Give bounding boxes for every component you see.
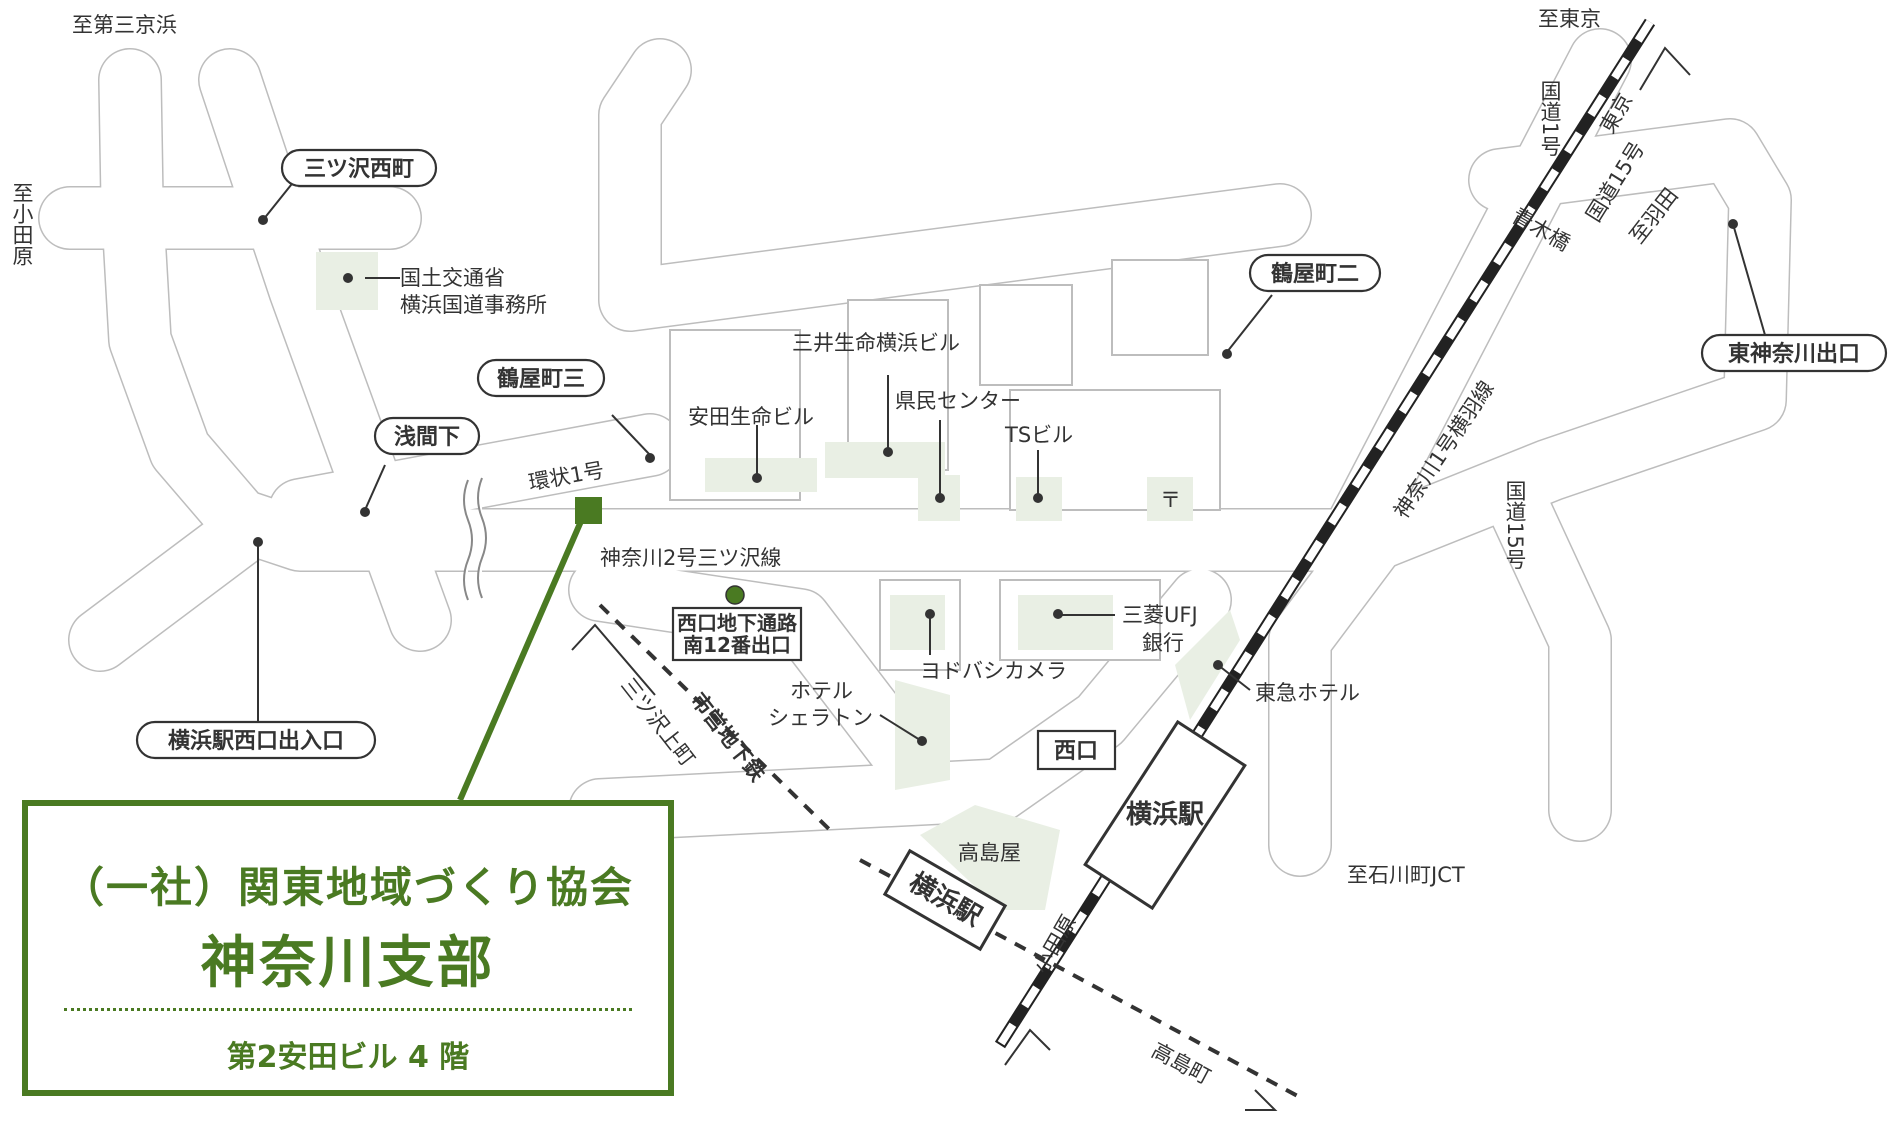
svg-text:横浜駅西口出入口: 横浜駅西口出入口 (168, 729, 344, 754)
building-mufg (1018, 595, 1113, 650)
organization-name: （一社）関東地域づくり協会 (61, 863, 634, 912)
bubble-asamashita: 浅間下 (373, 416, 481, 456)
label-post-office: 〒 (1160, 488, 1181, 512)
office-floor: 第2安田ビル 4 階 (226, 1040, 470, 1075)
sign-west-exit: 西口 (1036, 729, 1117, 771)
label-sheraton-1: ホテル (790, 679, 853, 703)
label-dir-tokyo: 至東京 (1538, 7, 1601, 31)
label-kokudo15-right: 国道15号 (1503, 480, 1527, 570)
svg-text:浅間下: 浅間下 (394, 425, 460, 450)
landmark-buildings (316, 252, 1240, 910)
road-break-marks (463, 477, 487, 601)
sign-underpass: 西口地下通路 南12番出口 (671, 606, 803, 662)
building-takashimaya (920, 805, 1060, 910)
label-mufg-1: 三菱UFJ (1122, 603, 1198, 627)
label-kenmin: 県民センター (895, 389, 1021, 413)
label-mitsui: 三井生命横浜ビル (792, 331, 960, 355)
label-dir-odawara: 至小田原 (10, 182, 34, 266)
label-mlit-2: 横浜国道事務所 (400, 293, 547, 317)
subway-line (598, 603, 1306, 1102)
label-yodobashi: ヨドバシカメラ (920, 659, 1067, 683)
bubble-yokohama-west-entrance: 横浜駅西口出入口 (135, 720, 377, 760)
building-tokyu-hotel (1175, 610, 1240, 720)
bubble-tsuruyacho3: 鶴屋町三 (476, 358, 606, 398)
divider (64, 1008, 632, 1011)
label-mufg-2: 銀行 (1142, 631, 1184, 655)
office-marker (575, 497, 602, 524)
leader-dots (253, 215, 1738, 746)
svg-text:三ツ沢西町: 三ツ沢西町 (304, 157, 414, 182)
leader-lines (257, 179, 1766, 741)
underpass-exit-marker (725, 585, 745, 605)
jr-yokohama-station: 横浜駅 (1083, 719, 1247, 911)
office-location (457, 497, 602, 802)
label-takashimacho: 高島町 (1148, 1038, 1215, 1089)
label-kanagawa2: 神奈川2号三ツ沢線 (600, 546, 781, 570)
label-yasuda-seimei: 安田生命ビル (688, 405, 814, 429)
branch-name: 神奈川支部 (200, 931, 496, 996)
label-tokyu-hotel: 東急ホテル (1255, 681, 1360, 705)
building-post-office (1147, 477, 1193, 521)
office-info-box: （一社）関東地域づくり協会 神奈川支部 第2安田ビル 4 階 (22, 800, 674, 1096)
svg-text:南12番出口: 南12番出口 (683, 633, 791, 657)
building-sheraton (895, 680, 950, 790)
label-mlit-1: 国土交通省 (400, 266, 505, 290)
svg-text:東神奈川出口: 東神奈川出口 (1728, 341, 1860, 367)
label-takashimaya: 高島屋 (958, 841, 1021, 865)
svg-text:西口: 西口 (1054, 739, 1098, 764)
city-blocks (669, 259, 1221, 671)
label-subway: 市営地下鉄 (686, 688, 770, 786)
bubble-higashikanagawa-exit: 東神奈川出口 (1700, 333, 1888, 373)
label-dir-ishikawacho: 至石川町JCT (1347, 863, 1465, 887)
label-odawara-line: 小田原 (1029, 911, 1081, 978)
label-ts-building: TSビル (1004, 423, 1073, 447)
building-mitsui (825, 442, 945, 478)
jr-station-name: 横浜駅 (1126, 800, 1204, 830)
direction-arrows (571, 46, 1691, 1111)
bubble-tsuruyacho2: 鶴屋町二 (1248, 253, 1382, 293)
svg-text:鶴屋町三: 鶴屋町三 (497, 366, 585, 392)
label-dir-daisankyohama: 至第三京浜 (72, 13, 177, 37)
building-yodobashi (890, 595, 945, 650)
svg-text:西口地下通路: 西口地下通路 (677, 611, 798, 635)
bubble-mitsuzawa-nishimachi: 三ツ沢西町 (280, 148, 438, 188)
label-sheraton-2: シェラトン (768, 706, 873, 730)
label-kokudo1: 国道1号 (1538, 80, 1562, 157)
svg-text:鶴屋町二: 鶴屋町二 (1271, 261, 1359, 287)
